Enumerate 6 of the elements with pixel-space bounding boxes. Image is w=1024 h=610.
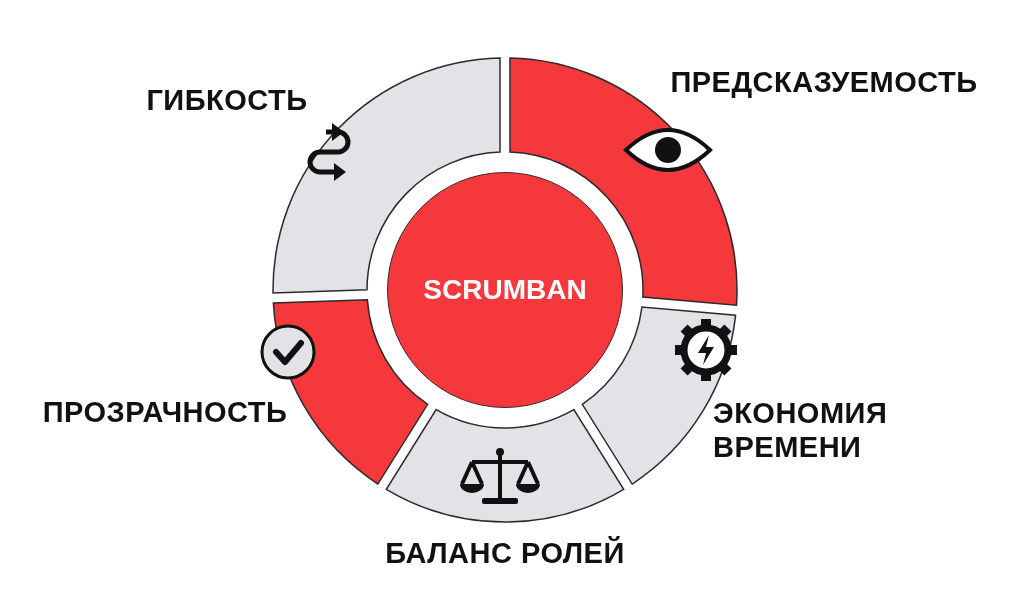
center-circle: SCRUMBAN xyxy=(387,172,623,408)
segment-label: ПРЕДСКАЗУЕМОСТЬ xyxy=(669,65,979,99)
segment-label: ГИБКОСТЬ xyxy=(145,83,309,117)
segment-label: ПРОЗРАЧНОСТЬ xyxy=(41,395,289,429)
segment-label: ЭКОНОМИЯ ВРЕМЕНИ xyxy=(713,396,889,464)
segment-label: БАЛАНС РОЛЕЙ xyxy=(384,536,626,570)
